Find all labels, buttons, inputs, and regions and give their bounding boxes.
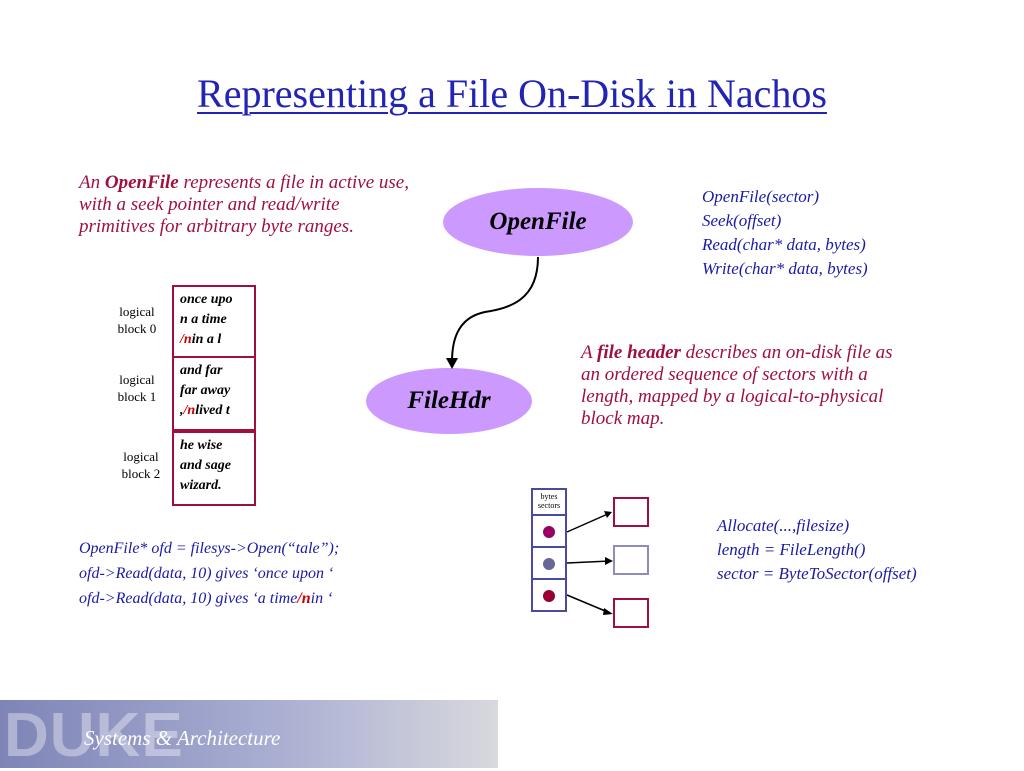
header-map-slot-1 xyxy=(531,546,567,580)
openfile-op: Read(char* data, bytes) xyxy=(702,235,866,254)
openfile-description-prefix: An xyxy=(79,172,105,193)
footer-tagline: Systems & Architecture xyxy=(84,726,281,750)
code-example: OpenFile* ofd = filesys->Open(“tale”); o… xyxy=(79,536,499,611)
sector-pointer-dot xyxy=(543,526,555,538)
openfile-op: OpenFile(sector) xyxy=(702,187,820,206)
fileheader-description-term: file header xyxy=(597,342,681,363)
openfile-description: An OpenFile represents a file in active … xyxy=(79,172,409,238)
fileheader-op: sector = ByteToSector(offset) xyxy=(717,564,917,583)
fileheader-op: length = FileLength() xyxy=(717,540,866,559)
fileheader-description: A file header describes an on-disk file … xyxy=(581,342,911,430)
logical-block-2: he wise and sage wizard. xyxy=(172,431,256,506)
fileheader-description-prefix: A xyxy=(581,342,598,363)
fileheader-operations: Allocate(...,filesize) length = FileLeng… xyxy=(717,514,977,586)
sector-pointer-dot xyxy=(543,558,555,570)
page-title: Representing a File On-Disk in Nachos xyxy=(197,71,827,116)
openfile-node: OpenFile xyxy=(443,188,633,256)
logical-block-1: and far far away ,/nlived t xyxy=(172,358,256,431)
filehdr-node: FileHdr xyxy=(366,368,532,434)
disk-sector-box xyxy=(613,497,649,527)
header-map-slot-2 xyxy=(531,578,567,612)
header-map-slot-0 xyxy=(531,514,567,548)
disk-sector-box xyxy=(613,598,649,628)
code-line: ofd->Read(data, 10) gives ‘a time/nin ‘ xyxy=(79,590,333,607)
fileheader-description-text: describes an on-disk file as an ordered … xyxy=(581,342,893,429)
code-line: OpenFile* ofd = filesys->Open(“tale”); xyxy=(79,540,340,557)
openfile-op: Seek(offset) xyxy=(702,211,782,230)
code-line: ofd->Read(data, 10) gives ‘once upon ‘ xyxy=(79,565,334,582)
openfile-op: Write(char* data, bytes) xyxy=(702,259,868,278)
openfile-operations: OpenFile(sector) Seek(offset) Read(char*… xyxy=(702,185,932,281)
duke-logo: DUKE xyxy=(4,701,184,770)
footer-banner: DUKE Systems & Architecture xyxy=(0,700,498,770)
logical-block-0: once upo n a time /nin a l xyxy=(172,285,256,358)
disk-sector-box xyxy=(613,545,649,575)
sector-pointer-dot xyxy=(543,590,555,602)
openfile-description-term: OpenFile xyxy=(104,172,179,193)
fileheader-op: Allocate(...,filesize) xyxy=(717,516,850,535)
openfile-description-text: represents a file in active use, with a … xyxy=(79,172,409,237)
